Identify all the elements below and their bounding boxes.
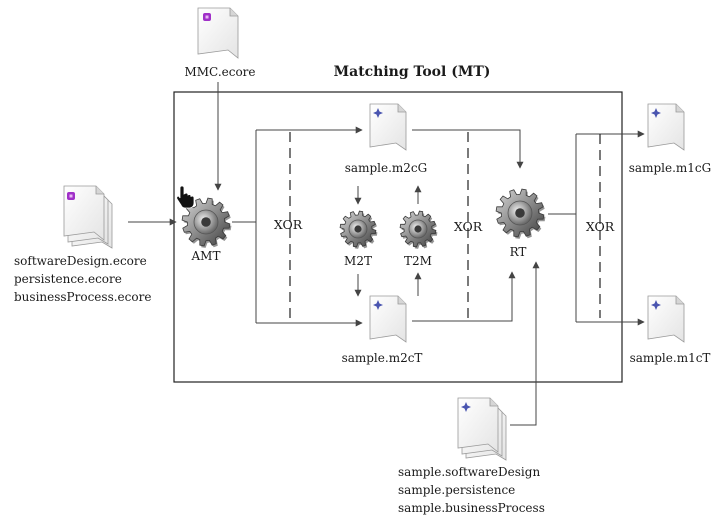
ecore-models-stack xyxy=(63,185,113,249)
ecore-icon xyxy=(67,192,75,200)
m2cT-label: sample.m2cT xyxy=(342,351,423,365)
m1cT-document xyxy=(647,295,685,343)
arrow-samples-to-rt xyxy=(510,261,540,426)
mmc-label: MMC.ecore xyxy=(184,65,255,79)
matching-tool-box xyxy=(173,91,623,383)
xor-separators xyxy=(289,132,601,318)
amt-label: AMT xyxy=(191,249,221,263)
model-icon xyxy=(461,402,471,412)
model-icon xyxy=(651,108,661,118)
ecore-icon xyxy=(203,13,211,21)
m2cG-document xyxy=(369,103,407,151)
m2t-label: M2T xyxy=(344,254,372,268)
input-model-1: softwareDesign.ecore xyxy=(14,254,147,268)
model-icon xyxy=(373,108,383,118)
m2cT-document xyxy=(369,295,407,343)
xor-label-1: XOR xyxy=(274,217,303,232)
input-model-3: businessProcess.ecore xyxy=(14,290,151,304)
arrow-m2cG-to-rt xyxy=(412,129,524,169)
connectors xyxy=(128,82,645,426)
hand-cursor-icon xyxy=(176,185,195,209)
m2t-gear-icon xyxy=(339,210,378,249)
t2m-gear-icon xyxy=(399,210,438,249)
diagram-title: Matching Tool (MT) xyxy=(334,64,491,80)
m1cG-document xyxy=(647,103,685,151)
model-icon xyxy=(373,300,383,310)
input-sample-1: sample.softwareDesign xyxy=(398,465,540,479)
rt-label: RT xyxy=(510,245,527,259)
xor-label-3: XOR xyxy=(586,219,615,234)
mmc-ecore-document xyxy=(197,7,239,59)
m2cG-label: sample.m2cG xyxy=(345,161,427,175)
sample-models-stack xyxy=(457,397,507,461)
input-model-2: persistence.ecore xyxy=(14,272,122,286)
rt-gear-icon xyxy=(495,188,546,239)
input-sample-2: sample.persistence xyxy=(398,483,515,497)
model-icon xyxy=(651,300,661,310)
arrow-m2cT-to-rt xyxy=(412,271,516,322)
xor-label-2: XOR xyxy=(454,219,483,234)
m1cT-label: sample.m1cT xyxy=(630,351,711,365)
input-sample-3: sample.businessProcess xyxy=(398,501,545,515)
amt-gear-icon xyxy=(181,197,232,248)
t2m-label: T2M xyxy=(404,254,432,268)
m1cG-label: sample.m1cG xyxy=(629,161,711,175)
